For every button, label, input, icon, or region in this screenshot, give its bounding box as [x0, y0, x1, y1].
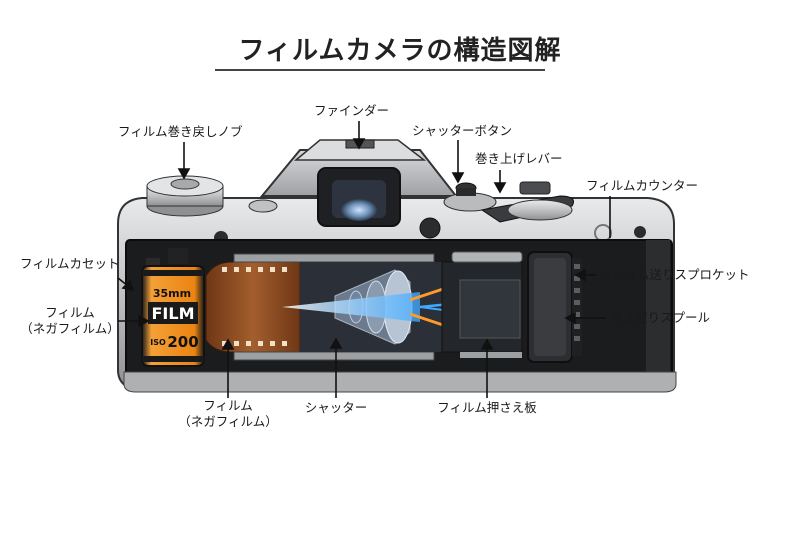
- cartridge-brand: FILM: [152, 304, 195, 323]
- label-rewind-knob: フィルム巻き戻しノブ: [118, 124, 243, 139]
- label-pressure-plate: フィルム押さえ板: [437, 400, 537, 415]
- rewind-knob: [146, 175, 224, 217]
- page-title: フィルムカメラの構造図解: [238, 36, 562, 66]
- label-shutter-button: シャッターボタン: [412, 123, 513, 138]
- label-film-cassette: フィルムカセット: [20, 256, 120, 271]
- label-film-left-line1: フィルム: [45, 305, 95, 320]
- label-film-left-line2: （ネガフィルム）: [20, 321, 120, 336]
- title-underline: [215, 69, 545, 71]
- shutter-button-part: [443, 182, 497, 212]
- advance-lever-part: [480, 195, 574, 223]
- label-takeup-spool: 巻き取りスプール: [610, 310, 711, 325]
- label-shutter: シャッター: [304, 400, 368, 415]
- label-viewfinder: ファインダー: [314, 103, 390, 118]
- cartridge-iso-prefix: ISO: [150, 338, 166, 347]
- takeup-spool-part: [527, 251, 582, 363]
- label-film-counter: フィルムカウンター: [586, 178, 699, 193]
- cartridge-size: 35mm: [153, 287, 191, 300]
- label-film-bottom: フィルム （ネガフィルム）: [168, 398, 288, 430]
- label-sprocket: フィルム送りスプロケット: [600, 267, 750, 282]
- label-film-bottom-line1: フィルム: [203, 398, 253, 413]
- cartridge-iso-value: 200: [167, 333, 198, 351]
- pressure-plate-area: [441, 251, 523, 358]
- leader-lines: [117, 121, 611, 398]
- film-cartridge: 35mm FILM ISO 200: [141, 248, 205, 367]
- label-film-bottom-line2: （ネガフィルム）: [178, 414, 278, 429]
- label-advance-lever: 巻き上げレバー: [475, 151, 563, 166]
- film-strip: [205, 253, 435, 361]
- label-film-left: フィルム （ネガフィルム）: [20, 305, 120, 337]
